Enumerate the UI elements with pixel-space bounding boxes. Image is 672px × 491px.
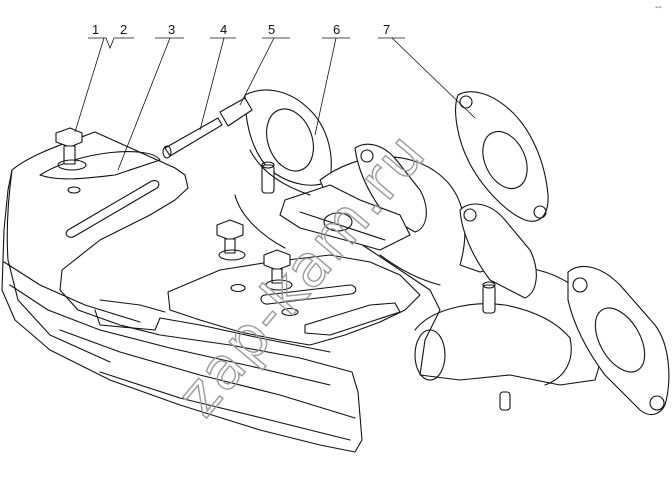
exhaust-manifold xyxy=(234,89,670,416)
callout-leaders xyxy=(74,37,476,171)
stud-and-sleeve xyxy=(162,97,253,159)
corner-mark: -- xyxy=(655,2,662,13)
callout-7: 7 xyxy=(383,22,390,37)
callout-4: 4 xyxy=(220,22,227,37)
bolt-1 xyxy=(55,127,87,171)
callout-6: 6 xyxy=(333,22,340,37)
shield-plate xyxy=(167,254,421,346)
callout-1: 1 xyxy=(92,22,99,37)
callout-5: 5 xyxy=(268,22,275,37)
callout-2: 2 xyxy=(120,22,127,37)
callout-3: 3 xyxy=(168,22,175,37)
bolt-lower xyxy=(263,249,293,291)
heat-shield xyxy=(1,131,363,453)
bolt-middle xyxy=(216,219,246,261)
